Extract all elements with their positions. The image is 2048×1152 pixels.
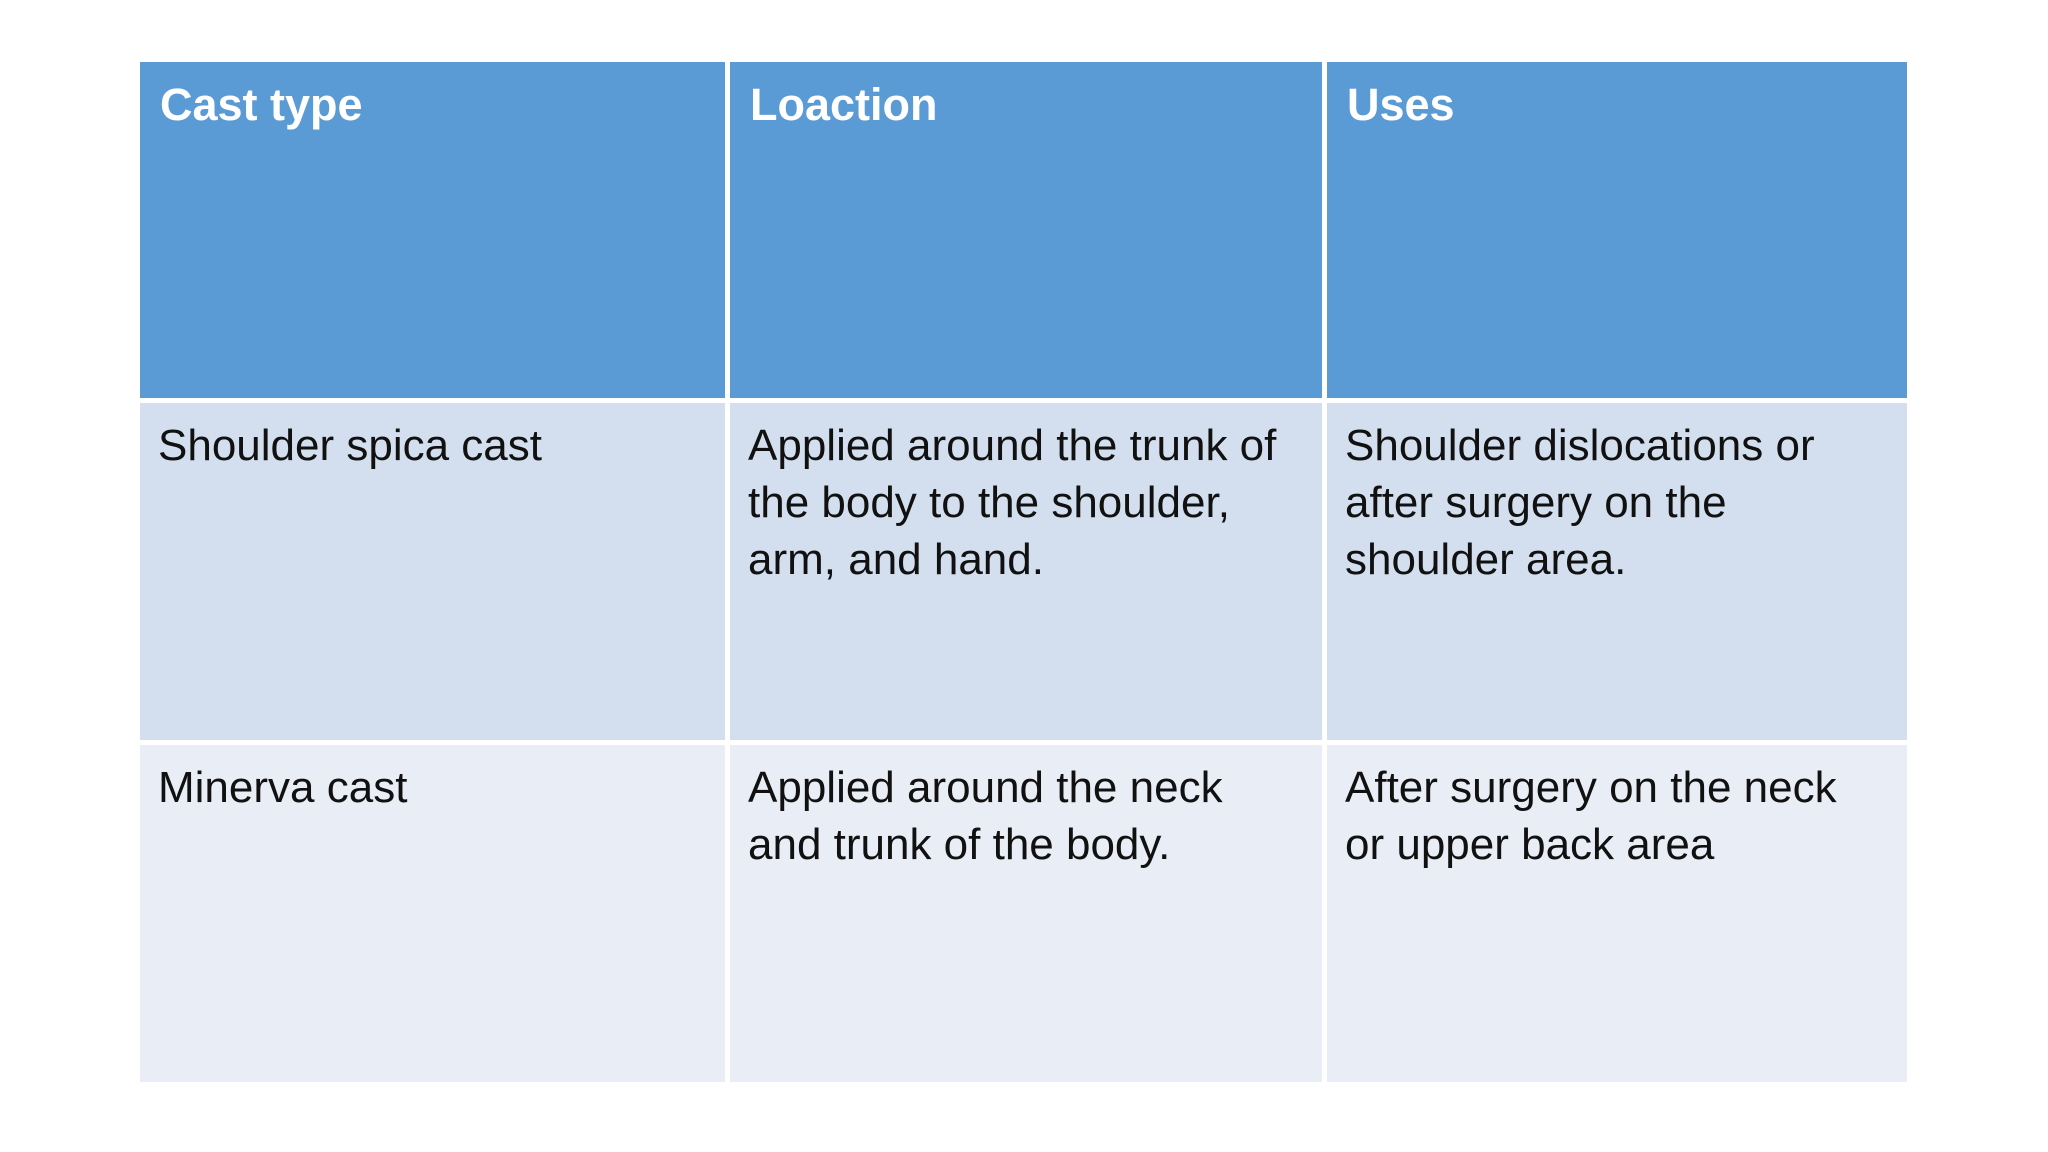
header-cell-cast-type: Cast type <box>140 62 725 398</box>
cell-row1-uses: Shoulder dislocations or after surgery o… <box>1327 403 1907 740</box>
casts-table: Cast type Loaction Uses Shoulder spica c… <box>140 62 1907 1082</box>
cell-row1-cast-type: Shoulder spica cast <box>140 403 725 740</box>
header-cell-location: Loaction <box>730 62 1322 398</box>
cell-row1-location: Applied around the trunk of the body to … <box>730 403 1322 740</box>
cell-row2-location: Applied around the neck and trunk of the… <box>730 745 1322 1082</box>
cell-row2-uses: After surgery on the neck or upper back … <box>1327 745 1907 1082</box>
header-cell-uses: Uses <box>1327 62 1907 398</box>
cell-row2-cast-type: Minerva cast <box>140 745 725 1082</box>
